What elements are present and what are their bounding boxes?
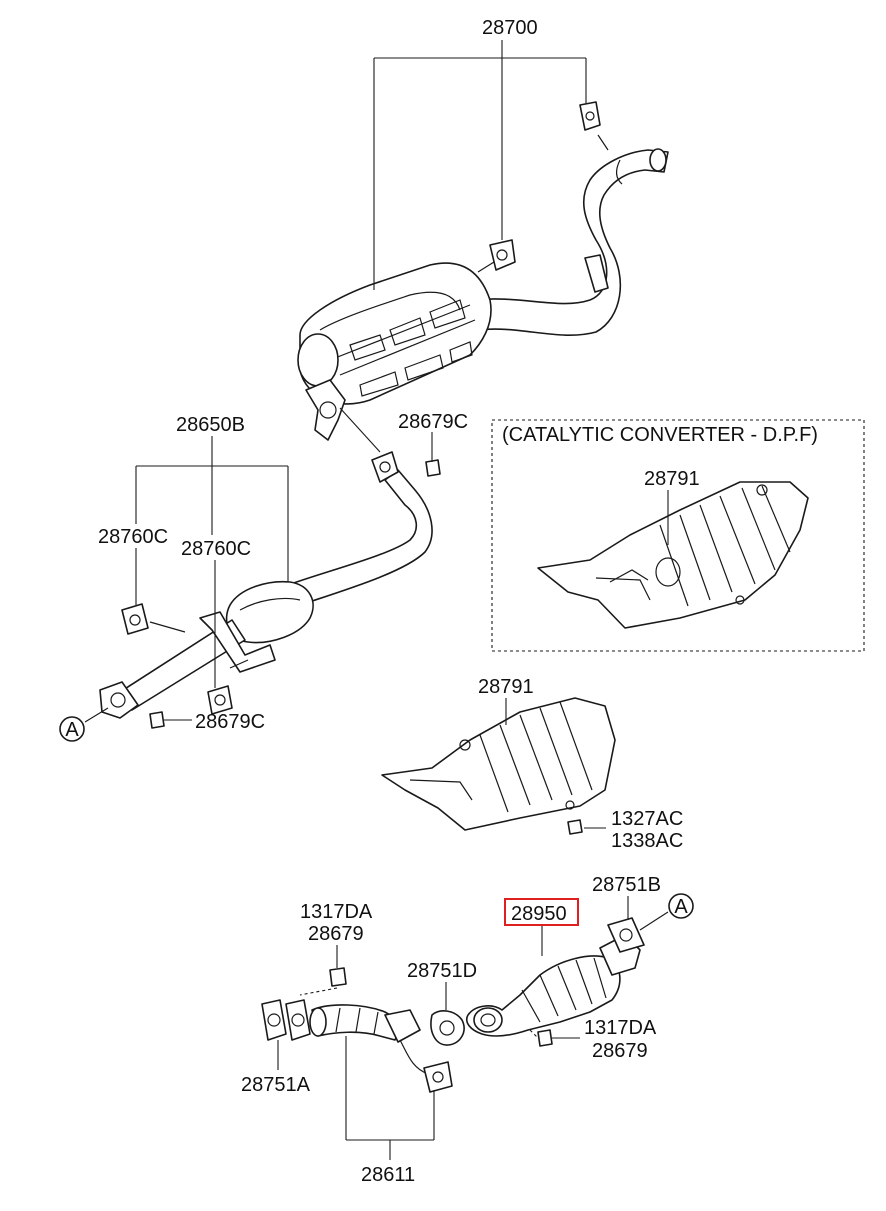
- ref-a-circle-lower: [668, 893, 694, 919]
- label-catalytic-converter[interactable]: 28950: [511, 903, 567, 925]
- stud-nut-right[interactable]: [529, 1029, 553, 1047]
- nut-28679c-upper[interactable]: [425, 459, 441, 477]
- label-nut-upper[interactable]: 28679C: [398, 411, 468, 433]
- label-main-muffler[interactable]: 28700: [482, 17, 538, 39]
- label-stud-right-b[interactable]: 28679: [592, 1040, 648, 1062]
- label-gasket-mid[interactable]: 28751D: [407, 960, 477, 982]
- label-bolt-a[interactable]: 1327AC: [611, 808, 683, 830]
- label-stud-left-b[interactable]: 28679: [308, 923, 364, 945]
- label-stud-left-a[interactable]: 1317DA: [300, 901, 373, 923]
- ref-a-circle-upper: [59, 716, 85, 742]
- label-heat-shield[interactable]: 28791: [478, 676, 534, 698]
- heat-shield[interactable]: [381, 697, 616, 835]
- highlight-box: [504, 898, 579, 926]
- label-heat-shield-dpf[interactable]: 28791: [644, 468, 700, 490]
- label-front-pipe[interactable]: 28611: [361, 1164, 415, 1186]
- leader-lines: [84, 40, 669, 1160]
- ref-a-lower-label: A: [674, 896, 688, 918]
- gasket-front-pipe-left[interactable]: [261, 999, 287, 1041]
- dpf-note: (CATALYTIC CONVERTER - D.P.F): [502, 424, 818, 446]
- label-hanger-center[interactable]: 28760C: [181, 538, 251, 560]
- label-gasket-front[interactable]: 28751A: [241, 1074, 311, 1096]
- label-center-muffler[interactable]: 28650B: [176, 414, 245, 436]
- dpf-variant-box: [491, 419, 865, 652]
- center-muffler-assembly[interactable]: [99, 451, 433, 719]
- label-stud-right-a[interactable]: 1317DA: [584, 1017, 657, 1039]
- nut-28679c-lower[interactable]: [149, 711, 165, 729]
- label-nut-lower[interactable]: 28679C: [195, 711, 265, 733]
- stud-nut-left[interactable]: [299, 967, 347, 996]
- gasket-28751b[interactable]: [607, 917, 645, 953]
- heat-shield-dpf[interactable]: [537, 481, 809, 629]
- label-hanger-left[interactable]: 28760C: [98, 526, 168, 548]
- label-gasket-rear[interactable]: 28751B: [592, 874, 661, 896]
- front-pipe[interactable]: [309, 1004, 453, 1093]
- ref-a-upper-label: A: [65, 719, 79, 741]
- gasket-28751d[interactable]: [430, 1010, 465, 1046]
- main-muffler-assembly[interactable]: [297, 101, 669, 441]
- label-bolt-b[interactable]: 1338AC: [611, 830, 683, 852]
- gasket-front-pipe-right[interactable]: [285, 999, 311, 1041]
